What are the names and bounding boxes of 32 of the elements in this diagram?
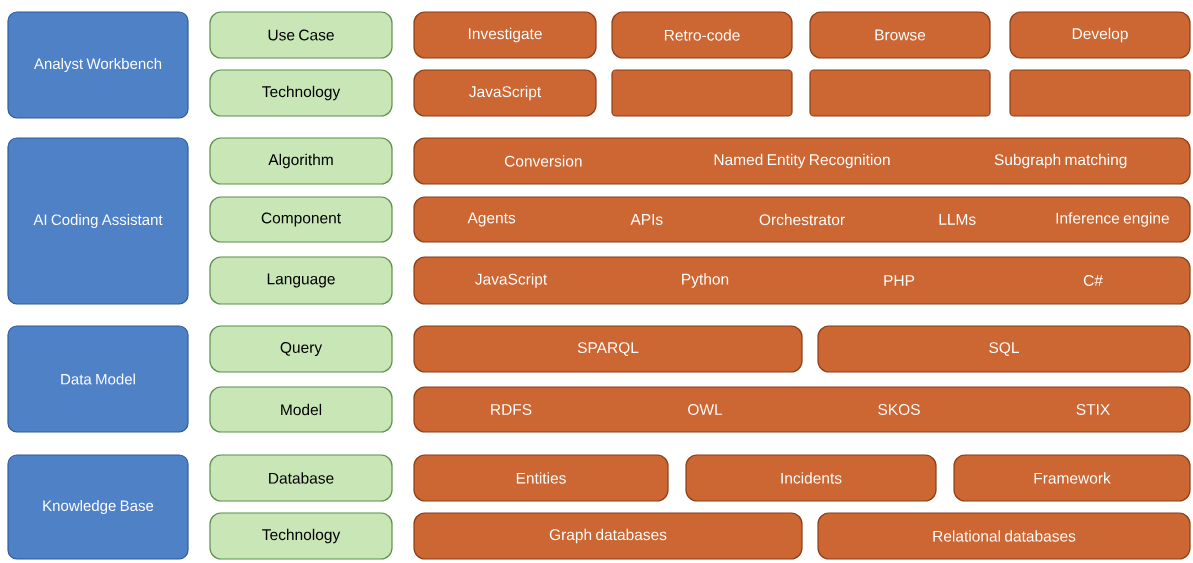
item-box: Framework bbox=[953, 454, 1191, 502]
layer-box: AI Coding Assistant bbox=[7, 137, 189, 305]
category-box: Technology bbox=[209, 512, 393, 560]
category-box: Component bbox=[209, 196, 393, 243]
item-box: Browse bbox=[809, 11, 991, 59]
item-box: RDFS OWL SKOS STIX bbox=[413, 386, 1191, 433]
item-box: Agents APIs Orchestrator LLMs Inference engine bbox=[413, 196, 1191, 243]
item-box: Develop bbox=[1009, 11, 1191, 59]
category-box: Use Case bbox=[209, 11, 393, 59]
category-box: Query bbox=[209, 325, 393, 373]
item-box: Investigate bbox=[413, 11, 597, 59]
item-box: JavaScript bbox=[413, 69, 597, 117]
layer-box: Knowledge Base bbox=[7, 454, 189, 560]
category-box: Database bbox=[209, 454, 393, 502]
item-box bbox=[809, 69, 991, 117]
item-box: JavaScript Python PHP C# bbox=[413, 256, 1191, 305]
layer-box: Data Model bbox=[7, 325, 189, 433]
item-box: SQL bbox=[817, 325, 1191, 373]
item-box: Relational databases bbox=[817, 512, 1191, 560]
category-box: Language bbox=[209, 256, 393, 305]
item-box: SPARQL bbox=[413, 325, 803, 373]
item-box bbox=[611, 69, 793, 117]
category-box: Model bbox=[209, 386, 393, 433]
item-box: Incidents bbox=[685, 454, 937, 502]
category-box: Algorithm bbox=[209, 137, 393, 185]
item-box: Graph databases bbox=[413, 512, 803, 560]
item-box: Retro-code bbox=[611, 11, 793, 59]
category-box: Technology bbox=[209, 69, 393, 117]
item-box: Conversion Named Entity Recognition Subgraph matching bbox=[413, 137, 1191, 185]
item-box bbox=[1009, 69, 1191, 117]
item-box: Entities bbox=[413, 454, 669, 502]
layer-box: Analyst Workbench bbox=[7, 11, 189, 119]
